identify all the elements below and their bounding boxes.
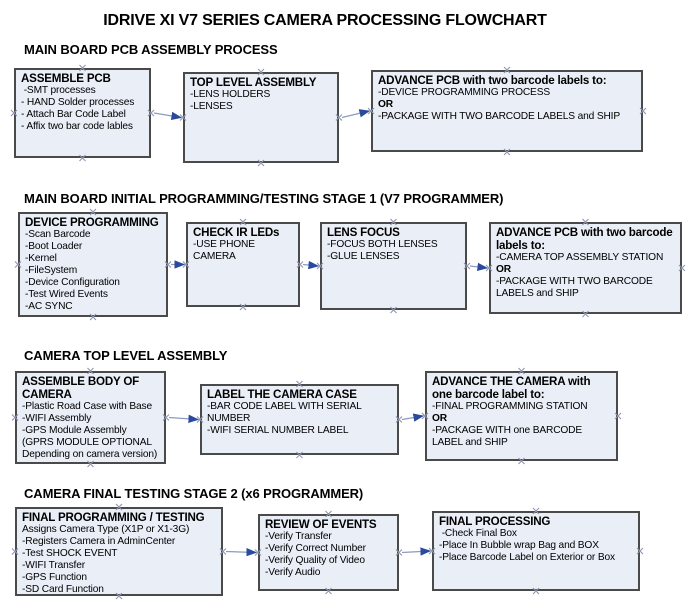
box-item: -CAMERA TOP ASSEMBLY STATION bbox=[496, 251, 664, 263]
box-item: - HAND Solder processes bbox=[21, 97, 135, 109]
box-item: -Place In Bubble wrap Bag and BOX bbox=[439, 540, 599, 552]
box-item: -BAR CODE LABEL WITH SERIAL NUMBER bbox=[207, 400, 364, 425]
flow-connector-arrow[interactable] bbox=[401, 547, 432, 556]
box-item: -Verify Quality of Video bbox=[265, 555, 365, 567]
box-item-list: -FINAL PROGRAMMING STATION OR -PACKAGE W… bbox=[432, 401, 611, 449]
box-item: -Boot Loader bbox=[25, 241, 83, 253]
box-title: ADVANCE PCB with two barcode labels to: bbox=[378, 74, 607, 87]
box-title: ASSEMBLE BODY OF CAMERA bbox=[22, 375, 140, 401]
box-item: -Check Final Box bbox=[439, 527, 517, 539]
box-item: -SD Card Function bbox=[22, 584, 104, 596]
process-box-label-camera-case[interactable]: LABEL THE CAMERA CASE -BAR CODE LABEL WI… bbox=[200, 384, 399, 455]
box-title: FINAL PROGRAMMING / TESTING bbox=[22, 511, 205, 524]
flow-connector-arrow[interactable] bbox=[401, 413, 425, 422]
box-item: -WIFI Assembly bbox=[22, 413, 92, 424]
box-item: -WIFI Transfer bbox=[22, 560, 85, 572]
section-heading-pcb-assembly: MAIN BOARD PCB ASSEMBLY PROCESS bbox=[24, 42, 278, 57]
box-item: -Registers Camera in AdminCenter bbox=[22, 536, 176, 548]
box-title: ADVANCE PCB with two barcode labels to: bbox=[496, 226, 673, 252]
box-item: - Attach Bar Code Label bbox=[21, 109, 126, 121]
flow-connector-arrow[interactable] bbox=[168, 414, 200, 424]
box-title: REVIEW OF EVENTS bbox=[265, 518, 377, 531]
box-item: -Verify Transfer bbox=[265, 530, 332, 542]
box-item: -PACKAGE WITH TWO BARCODE LABELS and SHI… bbox=[378, 111, 620, 123]
process-box-review-of-events[interactable]: REVIEW OF EVENTS -Verify Transfer -Verif… bbox=[258, 514, 399, 591]
flow-connector-arrow[interactable] bbox=[341, 109, 371, 119]
box-item-list: -USE PHONE CAMERA bbox=[193, 239, 293, 263]
flow-connector-arrow[interactable] bbox=[469, 262, 489, 272]
box-item: -LENSES bbox=[190, 101, 233, 113]
process-box-lens-focus[interactable]: LENS FOCUS -FOCUS BOTH LENSES -GLUE LENS… bbox=[320, 222, 467, 310]
box-title: FINAL PROCESSING bbox=[439, 515, 551, 528]
box-item-list: -SMT processes - HAND Solder processes -… bbox=[21, 85, 144, 133]
box-item: -Kernel bbox=[25, 253, 57, 265]
box-item-list: -Scan Barcode -Boot Loader -Kernel -File… bbox=[25, 229, 161, 313]
box-title: TOP LEVEL ASSEMBLY bbox=[190, 76, 317, 89]
flow-connector-arrow[interactable] bbox=[153, 111, 183, 121]
box-item: -PACKAGE WITH one BARCODE LABEL and SHIP bbox=[432, 425, 585, 449]
box-item: -Place Barcode Label on Exterior or Box bbox=[439, 552, 615, 564]
box-item: - Affix two bar code lables bbox=[21, 121, 133, 133]
box-item: -GPS Module Assembly bbox=[22, 425, 127, 437]
box-item-list: -Verify Transfer -Verify Correct Number … bbox=[265, 531, 392, 579]
box-item-list: -Plastic Road Case with Base -WIFI Assem… bbox=[22, 401, 159, 461]
box-item-or: OR bbox=[378, 99, 393, 111]
flowchart-title: IDRIVE XI V7 SERIES CAMERA PROCESSING FL… bbox=[103, 12, 547, 29]
box-item-list: Assigns Camera Type (X1P or X1-3G) -Regi… bbox=[22, 524, 216, 596]
process-box-advance-pcb-two-labels[interactable]: ADVANCE PCB with two barcode labels to: … bbox=[371, 70, 643, 152]
box-item: -LENS HOLDERS bbox=[190, 88, 271, 100]
process-box-assemble-body[interactable]: ASSEMBLE BODY OF CAMERA -Plastic Road Ca… bbox=[15, 371, 166, 464]
box-item: Depending on camera version) bbox=[22, 449, 158, 461]
box-item: Assigns Camera Type (X1P or X1-3G) bbox=[22, 523, 190, 535]
process-box-final-processing[interactable]: FINAL PROCESSING -Check Final Box -Place… bbox=[432, 511, 640, 591]
box-item-list: -BAR CODE LABEL WITH SERIAL NUMBER -WIFI… bbox=[207, 401, 392, 437]
box-item-list: -LENS HOLDERS -LENSES bbox=[190, 89, 332, 113]
box-item-or: OR bbox=[496, 264, 511, 275]
box-item: -SMT processes bbox=[21, 84, 96, 96]
box-item: -Verify Correct Number bbox=[265, 543, 366, 555]
box-item: -Test SHOCK EVENT bbox=[22, 548, 118, 560]
box-title: LENS FOCUS bbox=[327, 226, 400, 239]
box-item: -DEVICE PROGRAMMING PROCESS bbox=[378, 86, 550, 98]
box-title: ADVANCE THE CAMERA with one barcode labe… bbox=[432, 375, 591, 401]
box-item: -WIFI SERIAL NUMBER LABEL bbox=[207, 425, 349, 437]
process-box-advance-camera[interactable]: ADVANCE THE CAMERA with one barcode labe… bbox=[425, 371, 618, 461]
box-item: -AC SYNC bbox=[25, 301, 73, 313]
box-item: -PACKAGE WITH TWO BARCODE LABELS and SHI… bbox=[496, 276, 656, 300]
box-item: -FOCUS BOTH LENSES bbox=[327, 238, 438, 250]
box-item: -Plastic Road Case with Base bbox=[22, 400, 152, 412]
process-box-top-level-assembly[interactable]: TOP LEVEL ASSEMBLY -LENS HOLDERS -LENSES bbox=[183, 72, 339, 163]
box-item: -Verify Audio bbox=[265, 567, 321, 579]
flow-connector-arrow[interactable] bbox=[225, 547, 258, 557]
process-box-advance-pcb-stage1[interactable]: ADVANCE PCB with two barcode labels to: … bbox=[489, 222, 682, 314]
box-item-list: -CAMERA TOP ASSEMBLY STATION OR -PACKAGE… bbox=[496, 252, 675, 300]
process-box-check-ir-leds[interactable]: CHECK IR LEDs -USE PHONE CAMERA bbox=[186, 222, 300, 307]
box-item: -FileSystem bbox=[25, 265, 78, 277]
box-item: -USE PHONE CAMERA bbox=[193, 238, 258, 263]
process-box-assemble-pcb[interactable]: ASSEMBLE PCB -SMT processes - HAND Solde… bbox=[14, 68, 151, 158]
box-title: LABEL THE CAMERA CASE bbox=[207, 388, 357, 401]
box-item-or: OR bbox=[432, 413, 447, 424]
box-item: -GPS Function bbox=[22, 572, 87, 584]
box-item: (GPRS MODULE OPTIONAL bbox=[22, 437, 152, 449]
box-item: -Test Wired Events bbox=[25, 289, 108, 301]
box-item-list: -DEVICE PROGRAMMING PROCESS OR -PACKAGE … bbox=[378, 87, 636, 123]
process-box-device-programming[interactable]: DEVICE PROGRAMMING -Scan Barcode -Boot L… bbox=[18, 212, 168, 317]
box-item-list: -FOCUS BOTH LENSES -GLUE LENSES bbox=[327, 239, 460, 263]
flow-connector-arrow[interactable] bbox=[302, 260, 320, 270]
box-item-list: -Check Final Box -Place In Bubble wrap B… bbox=[439, 528, 633, 564]
box-item: -FINAL PROGRAMMING STATION bbox=[432, 400, 588, 412]
box-title: CHECK IR LEDs bbox=[193, 226, 280, 239]
section-heading-camera-top-assembly: CAMERA TOP LEVEL ASSEMBLY bbox=[24, 348, 228, 363]
box-item: -GLUE LENSES bbox=[327, 251, 400, 263]
section-heading-initial-programming: MAIN BOARD INITIAL PROGRAMMING/TESTING S… bbox=[24, 191, 504, 206]
box-item: -Device Configuration bbox=[25, 277, 120, 289]
box-item: -Scan Barcode bbox=[25, 228, 91, 240]
box-title: DEVICE PROGRAMMING bbox=[25, 216, 159, 229]
box-title: ASSEMBLE PCB bbox=[21, 72, 111, 85]
section-heading-final-testing: CAMERA FINAL TESTING STAGE 2 (x6 PROGRAM… bbox=[24, 486, 364, 501]
process-box-final-programming-testing[interactable]: FINAL PROGRAMMING / TESTING Assigns Came… bbox=[15, 507, 223, 596]
